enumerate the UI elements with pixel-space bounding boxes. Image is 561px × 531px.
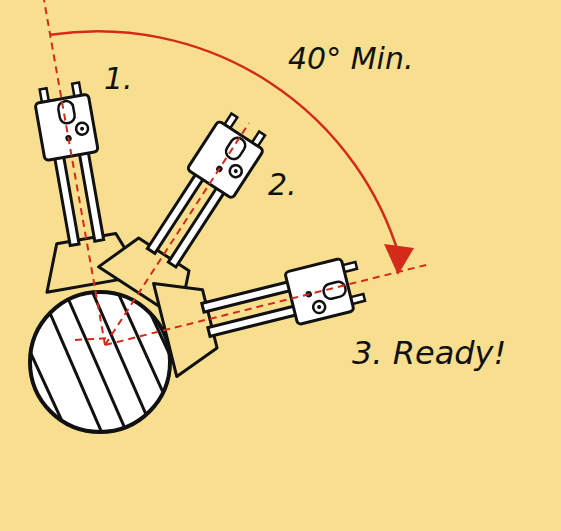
- pipe-section: [0, 275, 200, 470]
- rotation-arc: [50, 31, 414, 275]
- step-label: 2.: [268, 168, 297, 201]
- axis-line: [44, 0, 430, 345]
- angle-dimension: 40° Min.: [288, 42, 413, 75]
- step-label: 1.: [104, 62, 133, 95]
- step-label: 3. Ready!: [352, 336, 506, 371]
